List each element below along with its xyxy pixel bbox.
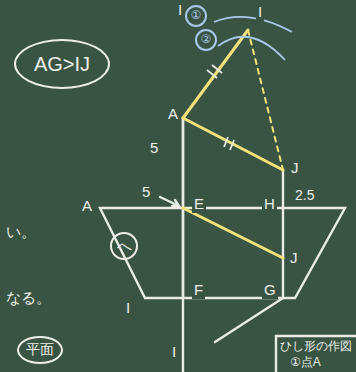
chalk-label: 5 (148, 140, 160, 157)
chalk-label: E (192, 196, 206, 213)
chalk-label: J (289, 160, 301, 177)
node-text: 平面 (26, 342, 54, 357)
compass-arcs (214, 17, 292, 60)
step-circle: ② (195, 29, 218, 52)
yellow-lines (183, 30, 283, 258)
chalk-label: A (80, 198, 94, 215)
chalk-label: I (256, 4, 264, 21)
speech-bubble: AG>IJ (14, 39, 110, 89)
node-text: ① (191, 9, 202, 22)
step-circle: ① (185, 5, 208, 28)
chalk-label: J (288, 250, 300, 267)
tick-marks (207, 65, 234, 150)
chalk-label: A (166, 106, 180, 123)
chalk-label: ひし形の作図 (278, 340, 354, 353)
node-text: ② (201, 33, 212, 46)
chalk-label: なる。 (4, 290, 53, 307)
chalk-label: い。 (4, 224, 38, 241)
chalk-label: 5 (140, 184, 152, 201)
node-text: へ (117, 238, 132, 255)
chalk-label: G (262, 282, 278, 299)
net-lines (100, 118, 356, 372)
circled-mark: へ (110, 232, 138, 260)
chalk-label: H (262, 196, 277, 213)
chalk-label: ①点A (288, 356, 323, 369)
chalk-label: 2.5 (293, 188, 316, 203)
chalk-label: I (170, 344, 178, 361)
circled-label: 平面 (17, 336, 63, 364)
chalk-label: I (124, 300, 132, 317)
node-text: AG>IJ (34, 53, 90, 75)
chalk-label: F (192, 282, 205, 299)
chalk-label: I (176, 2, 184, 19)
